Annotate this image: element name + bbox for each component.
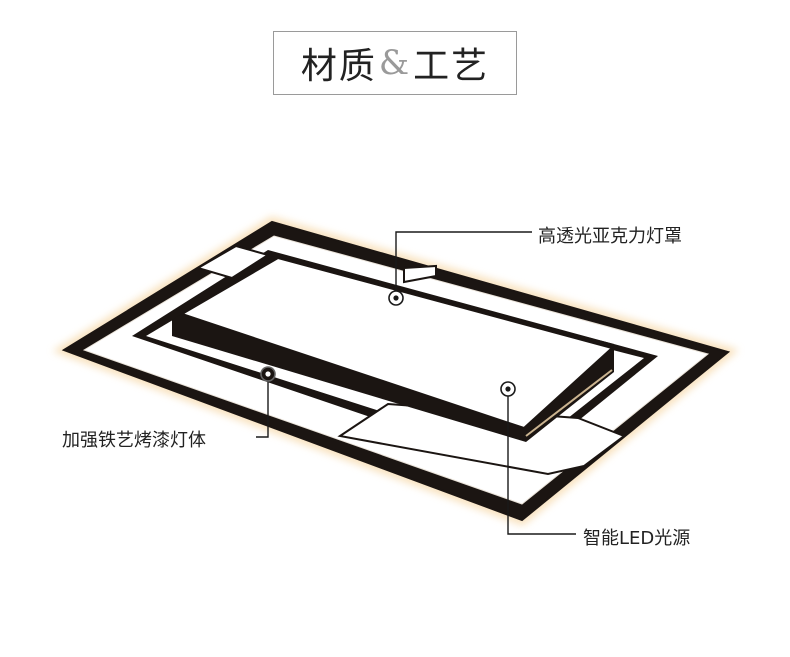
- callout-marker-acrylic: [388, 290, 404, 306]
- title-ampersand: &: [378, 43, 412, 83]
- title-part1: 材质: [300, 46, 377, 87]
- callout-marker-frame: [260, 366, 276, 382]
- callout-label-iron-frame: 加强铁艺烤漆灯体: [62, 430, 206, 451]
- callout-lines: [256, 231, 576, 535]
- callout-marker-led: [500, 381, 516, 397]
- callout-label-led-source: 智能LED光源: [583, 528, 691, 549]
- title-part2: 工艺: [413, 46, 490, 87]
- title-box: 材质 & 工艺: [273, 31, 517, 95]
- callout-label-acrylic-cover: 高透光亚克力灯罩: [538, 226, 682, 247]
- connector-panels: [195, 244, 627, 476]
